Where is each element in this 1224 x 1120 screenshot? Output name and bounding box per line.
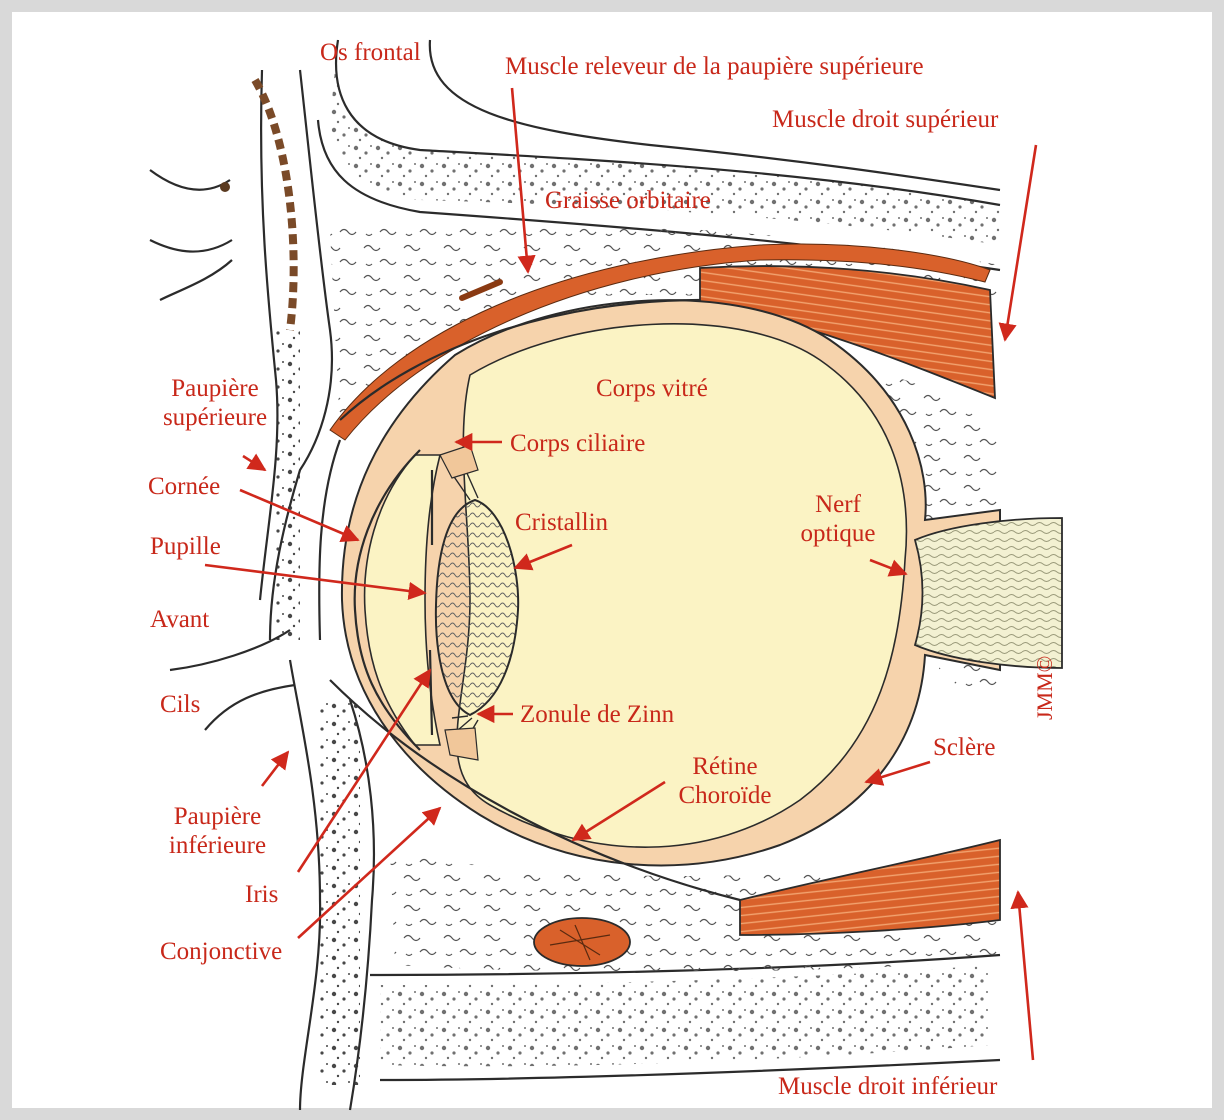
label-nerf-optique: Nerf optique: [778, 490, 898, 548]
label-muscle-releveur: Muscle releveur de la paupière supérieur…: [505, 52, 924, 81]
label-paupiere-inferieure: Paupière inférieure: [155, 802, 280, 860]
label-retine-choroide: Rétine Choroïde: [660, 752, 790, 810]
label-paupiere-inferieure-line1: Paupière: [155, 802, 280, 831]
label-paupiere-superieure: Paupière supérieure: [150, 374, 280, 432]
label-nerf-optique-line2: optique: [778, 519, 898, 548]
label-muscle-droit-superieur: Muscle droit supérieur: [772, 105, 998, 134]
label-cils: Cils: [160, 690, 200, 719]
label-paupiere-superieure-line2: supérieure: [150, 403, 280, 432]
label-graisse-orbitaire: Graisse orbitaire: [545, 186, 711, 215]
label-cornee: Cornée: [148, 472, 220, 501]
label-pupille: Pupille: [150, 532, 221, 561]
label-corps-vitre: Corps vitré: [596, 374, 708, 403]
label-os-frontal: Os frontal: [320, 38, 421, 67]
label-conjonctive: Conjonctive: [160, 937, 282, 966]
label-zonule-de-zinn: Zonule de Zinn: [520, 700, 674, 729]
label-paupiere-inferieure-line2: inférieure: [155, 831, 280, 860]
label-cristallin: Cristallin: [515, 508, 608, 537]
label-nerf-optique-line1: Nerf: [778, 490, 898, 519]
label-sclere: Sclère: [933, 733, 995, 762]
label-corps-ciliaire: Corps ciliaire: [510, 429, 645, 458]
label-iris: Iris: [245, 880, 278, 909]
label-muscle-droit-inferieur: Muscle droit inférieur: [778, 1072, 997, 1101]
label-choroide: Choroïde: [660, 781, 790, 810]
lower-bone: [370, 955, 1000, 1080]
optic-nerve: [915, 518, 1062, 668]
label-retine: Rétine: [660, 752, 790, 781]
label-avant: Avant: [150, 605, 209, 634]
label-jmm-copyright: JMM©: [1030, 656, 1059, 720]
label-paupiere-superieure-line1: Paupière: [150, 374, 280, 403]
